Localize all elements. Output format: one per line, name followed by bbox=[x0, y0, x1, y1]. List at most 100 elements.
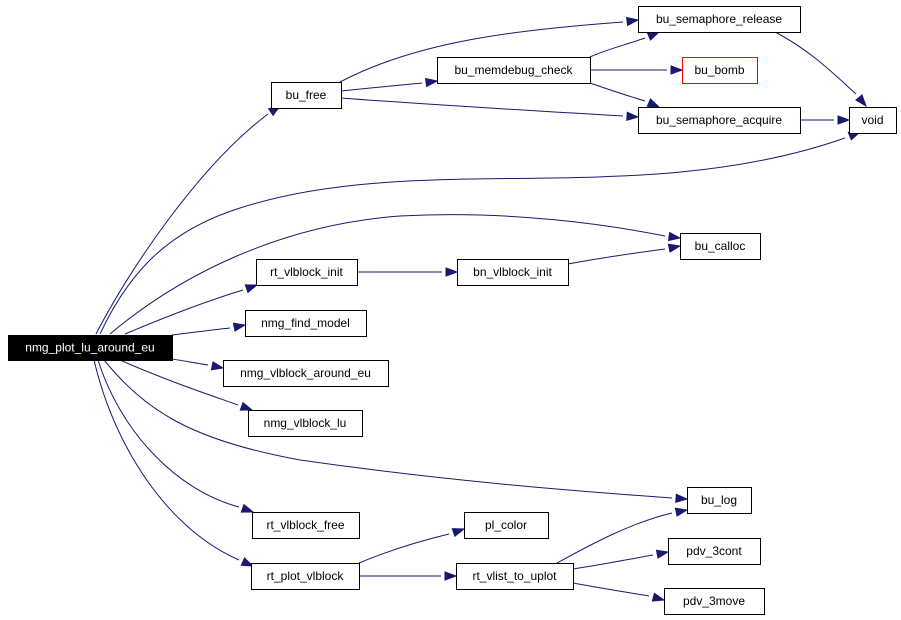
edge-arrowhead bbox=[210, 361, 225, 371]
node-void[interactable]: void bbox=[849, 107, 897, 134]
node-box bbox=[464, 512, 549, 539]
edge-arrowhead bbox=[646, 98, 661, 108]
edge-arrowhead bbox=[646, 31, 661, 41]
edge-line bbox=[589, 82, 646, 102]
edge-line bbox=[93, 359, 240, 561]
edge-rt_vlblock_init-to-bn_vlblock_init bbox=[357, 267, 459, 277]
node-box bbox=[687, 487, 752, 514]
node-label: nmg_find_model bbox=[261, 316, 350, 330]
node-bu-calloc[interactable]: bu_calloc bbox=[680, 233, 761, 260]
node-pdv-3move[interactable]: pdv_3move bbox=[664, 588, 765, 615]
node-label: bn_vlblock_init bbox=[473, 265, 552, 279]
node-bn-vlblock-init[interactable]: bn_vlblock_init bbox=[457, 259, 569, 286]
edge-bn_vlblock_init-to-bu_calloc bbox=[567, 243, 682, 265]
edge-root-to-bu_free bbox=[95, 105, 282, 335]
edge-arrowhead bbox=[444, 571, 458, 581]
edge-arrowhead bbox=[667, 231, 682, 242]
edge-line bbox=[774, 31, 857, 95]
edge-line bbox=[171, 327, 231, 336]
edge-bu_free-to-bu_semaphore_acquire bbox=[340, 97, 640, 121]
edge-line bbox=[340, 82, 423, 92]
node-label: bu_semaphore_acquire bbox=[656, 113, 782, 127]
node-label: bu_memdebug_check bbox=[454, 63, 573, 77]
node-label: rt_vlblock_init bbox=[270, 265, 343, 279]
edge-line bbox=[567, 248, 666, 265]
node-box bbox=[223, 360, 389, 387]
node-rt-vlist-to-uplot[interactable]: rt_vlist_to_uplot bbox=[456, 563, 574, 590]
edge-root-to-nmg_vlblock_around_eu bbox=[171, 358, 225, 371]
node-box bbox=[437, 57, 591, 84]
node-box bbox=[252, 512, 360, 539]
edge-arrowhead bbox=[240, 557, 255, 567]
node-bu-free[interactable]: bu_free bbox=[271, 82, 342, 109]
edge-line bbox=[124, 289, 244, 335]
node-box bbox=[248, 410, 363, 437]
edge-line bbox=[97, 359, 240, 508]
edge-line bbox=[171, 358, 209, 366]
edge-line bbox=[339, 21, 624, 83]
node-pdv-3cont[interactable]: pdv_3cont bbox=[668, 538, 761, 565]
node-rt-vlblock-free[interactable]: rt_vlblock_free bbox=[252, 512, 360, 539]
node-box bbox=[251, 563, 360, 590]
edge-arrowhead bbox=[855, 94, 867, 108]
edge-line bbox=[119, 359, 239, 406]
edge-bu_memdebug_check-to-bu_semaphore_release bbox=[589, 31, 661, 58]
edge-root-to-bu_log bbox=[103, 359, 689, 503]
node-label: nmg_plot_lu_around_eu bbox=[25, 341, 154, 355]
edge-rt_vlist_to_uplot-to-pdv_3move bbox=[572, 582, 666, 602]
node-box bbox=[638, 6, 801, 33]
edge-bu_memdebug_check-to-bu_semaphore_acquire bbox=[589, 82, 661, 108]
node-box bbox=[668, 538, 761, 565]
node-box bbox=[256, 259, 358, 286]
edge-line bbox=[358, 533, 450, 564]
node-bu-log[interactable]: bu_log bbox=[687, 487, 752, 514]
node-box bbox=[638, 107, 801, 134]
edge-bu_semaphore_release-to-void bbox=[774, 31, 867, 108]
node-box bbox=[271, 82, 342, 109]
node-label: pl_color bbox=[485, 518, 527, 532]
node-label: bu_free bbox=[286, 88, 327, 102]
node-box bbox=[682, 57, 758, 84]
edge-root-to-nmg_vlblock_lu bbox=[119, 359, 254, 411]
node-bu-memdebug-check[interactable]: bu_memdebug_check bbox=[437, 57, 591, 84]
node-box bbox=[680, 233, 761, 260]
node-nmg-vlblock-lu[interactable]: nmg_vlblock_lu bbox=[248, 410, 363, 437]
node-label: nmg_vlblock_lu bbox=[264, 416, 347, 430]
node-rt-vlblock-init[interactable]: rt_vlblock_init bbox=[256, 259, 358, 286]
node-nmg-vlblock-around-eu[interactable]: nmg_vlblock_around_eu bbox=[223, 360, 389, 387]
edge-root-to-bu_calloc bbox=[109, 214, 682, 335]
edge-line bbox=[572, 582, 650, 597]
edge-arrowhead bbox=[670, 65, 684, 75]
edge-arrowhead bbox=[651, 592, 666, 602]
edge-bu_free-to-bu_semaphore_release bbox=[339, 16, 640, 83]
edge-bu_memdebug_check-to-bu_bomb bbox=[590, 65, 684, 75]
node-label: rt_vlblock_free bbox=[266, 518, 344, 532]
edge-line bbox=[340, 97, 624, 117]
nodes-layer: nmg_plot_lu_around_eu bu_free bu_memdebug_… bbox=[8, 6, 897, 615]
edge-arrowhead bbox=[675, 493, 689, 503]
edge-line bbox=[95, 113, 269, 335]
edge-arrowhead bbox=[625, 16, 640, 27]
edge-root-to-rt_vlblock_init bbox=[124, 284, 259, 335]
node-pl-color[interactable]: pl_color bbox=[464, 512, 549, 539]
edge-bu_semaphore_acquire-to-void bbox=[800, 115, 851, 125]
edge-arrowhead bbox=[424, 77, 439, 88]
edge-root-to-rt_vlblock_free bbox=[97, 359, 255, 513]
edge-arrowhead bbox=[655, 549, 670, 559]
node-bu-semaphore-release[interactable]: bu_semaphore_release bbox=[638, 6, 801, 33]
node-label: bu_semaphore_release bbox=[656, 12, 782, 26]
node-bu-semaphore-acquire[interactable]: bu_semaphore_acquire bbox=[638, 107, 801, 134]
node-rt-plot-vlblock[interactable]: rt_plot_vlblock bbox=[251, 563, 360, 590]
node-box bbox=[849, 107, 897, 134]
edge-arrowhead bbox=[232, 322, 247, 332]
node-nmg-find-model[interactable]: nmg_find_model bbox=[245, 310, 367, 337]
node-label: bu_log bbox=[701, 493, 737, 507]
node-root[interactable]: nmg_plot_lu_around_eu bbox=[8, 335, 173, 361]
edge-arrowhead bbox=[451, 528, 466, 538]
node-bu-bomb[interactable]: bu_bomb bbox=[682, 57, 758, 84]
node-label: bu_calloc bbox=[695, 239, 746, 253]
edge-arrowhead bbox=[626, 111, 640, 121]
edge-line bbox=[589, 37, 646, 58]
edge-line bbox=[99, 137, 846, 335]
